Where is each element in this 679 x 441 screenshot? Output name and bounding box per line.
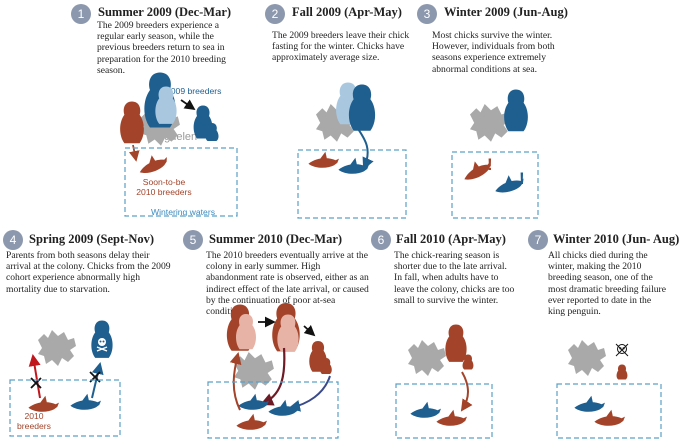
step-number: 5 (183, 230, 203, 250)
panel-title: Fall 2009 (Apr-May) (292, 5, 402, 19)
step-number: 4 (3, 230, 23, 250)
panel-4-art (9, 320, 121, 437)
panel-5-art (207, 303, 339, 439)
panel-description: The 2009 breeders experience a regular e… (97, 20, 226, 76)
arrow-icon (288, 375, 331, 412)
island-icon (234, 352, 274, 390)
penguin-icon (236, 413, 267, 430)
arrow-icon (128, 144, 140, 162)
panel-7-art (556, 340, 662, 439)
penguin-icon (594, 409, 625, 426)
step-number: 3 (417, 4, 437, 24)
panel-description: The 2010 breeders eventually arrive at t… (206, 250, 369, 318)
cross-mark-icon (30, 377, 42, 389)
panel-6-art (395, 324, 493, 439)
panel-title: Fall 2010 (Apr-May) (396, 232, 506, 246)
wintering-waters-box (124, 147, 238, 217)
panel-description: All chicks died during the winter, makin… (548, 250, 667, 318)
penguin-icon (268, 399, 299, 416)
penguin-icon (338, 157, 369, 174)
chick-icon (504, 89, 528, 132)
panel-3-art (451, 89, 539, 219)
skull-crossbones-icon (615, 343, 629, 357)
step-number: 7 (528, 230, 548, 250)
penguin-icon (574, 395, 605, 412)
penguin-icon (308, 151, 339, 168)
panel-description: The chick-rearing season is shorter due … (394, 250, 515, 306)
panel-description: The 2009 breeders leave their chick fast… (272, 30, 410, 64)
arrow-icon (303, 324, 316, 337)
step-number: 1 (71, 4, 91, 24)
wintering-waters-box (556, 383, 662, 439)
penguin-icon (459, 155, 494, 183)
panel-title: Summer 2010 (Dec-Mar) (209, 232, 343, 246)
panel-title: Winter 2009 (Jun-Aug) (444, 5, 568, 19)
wintering-waters-box (9, 379, 121, 437)
arrow-icon (259, 347, 286, 406)
penguin-icon (238, 393, 269, 410)
arrow-icon (355, 125, 374, 170)
exclaim-blue: ! (519, 169, 525, 188)
penguin-icon (120, 101, 144, 144)
step-number: 6 (371, 230, 391, 250)
label-wintering-waters: Wintering waters (151, 207, 215, 217)
penguin-icon (28, 395, 59, 412)
penguin-icon (436, 409, 467, 426)
wintering-waters-box (395, 383, 493, 439)
chick-icon (616, 364, 628, 380)
wintering-waters-box (297, 149, 407, 219)
arrow-icon (28, 354, 41, 399)
penguin-icon (492, 171, 526, 196)
wintering-waters-box (207, 381, 339, 439)
arrow-icon (229, 352, 242, 411)
step-number: 2 (265, 4, 285, 24)
wintering-waters-box (451, 151, 539, 219)
island-icon (408, 340, 446, 376)
panel-2-art (297, 82, 407, 219)
panel-title: Summer 2009 (Dec-Mar) (98, 5, 232, 19)
penguin-icon (135, 150, 170, 177)
island-icon (470, 104, 510, 142)
arrow-icon (460, 371, 473, 412)
skull-crossbones-icon (96, 338, 108, 352)
panel-1-art (120, 72, 238, 217)
penguin-icon (410, 401, 441, 418)
panel-title: Spring 2009 (Sept-Nov) (29, 232, 155, 246)
panel-description: Most chicks survive the winter. However,… (432, 30, 555, 75)
penguin-icon (70, 393, 101, 410)
island-icon (568, 340, 606, 376)
arrow-icon (180, 99, 196, 111)
island-icon (38, 330, 76, 366)
arrow-icon (91, 362, 104, 399)
penguin-icon (445, 324, 467, 362)
panel-title: Winter 2010 (Jun- Aug) (553, 232, 679, 246)
panel-description: Parents from both seasons delay their ar… (6, 250, 171, 295)
label-2009-breeders: 2009 breeders (166, 86, 222, 96)
